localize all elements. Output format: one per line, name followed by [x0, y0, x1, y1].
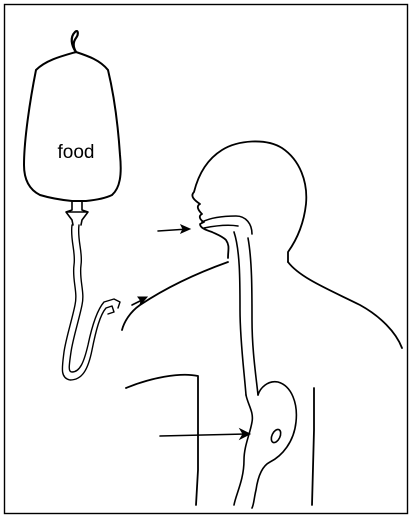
feeding-tube [62, 225, 120, 380]
left-shoulder [122, 262, 228, 330]
stomach [234, 382, 296, 508]
bag-body [24, 52, 121, 201]
arrow-to-nose-icon [158, 225, 190, 233]
drip-chamber [66, 201, 88, 225]
frame-border [5, 5, 408, 514]
human-figure [122, 141, 402, 505]
pointer-arrows [132, 225, 250, 439]
arrow-to-stomach-icon [160, 429, 250, 439]
right-torso-outline [312, 388, 314, 505]
right-shoulder [288, 262, 402, 348]
bag-hanger-icon [72, 31, 78, 52]
left-torso-outline [126, 375, 198, 505]
bag-label: food [58, 142, 95, 163]
tube-tip-in-stomach [269, 428, 282, 444]
feeding-bag [24, 31, 121, 225]
esophagus [234, 232, 258, 395]
digestive-tract [202, 216, 296, 508]
